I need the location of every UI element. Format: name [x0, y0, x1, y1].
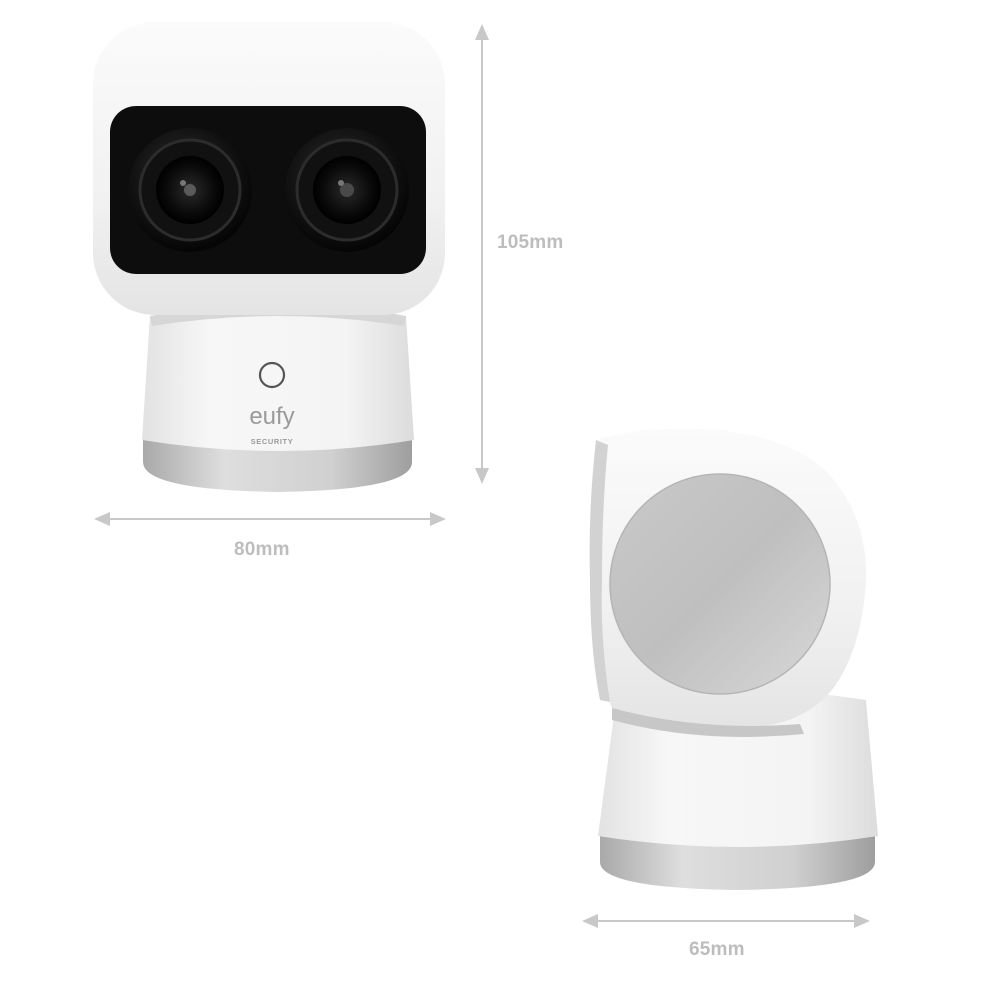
base-silver-ring — [143, 440, 412, 492]
depth-label: 65mm — [689, 939, 745, 960]
width-label: 80mm — [234, 539, 290, 560]
camera-front-view: eufy SECURITY — [93, 22, 445, 492]
depth-arrow — [582, 914, 870, 928]
lens-left — [128, 128, 252, 252]
brand-logo: eufy — [249, 403, 294, 430]
height-arrow — [475, 24, 489, 484]
brand-sub: SECURITY — [251, 437, 294, 446]
side-base-silver-ring — [600, 835, 875, 890]
base-body — [142, 306, 414, 451]
lens-right — [285, 128, 409, 252]
status-ring — [258, 361, 286, 389]
width-arrow — [94, 512, 446, 526]
camera-side-view — [589, 428, 878, 890]
side-silver-disc — [610, 474, 830, 694]
height-label: 105mm — [497, 232, 564, 253]
